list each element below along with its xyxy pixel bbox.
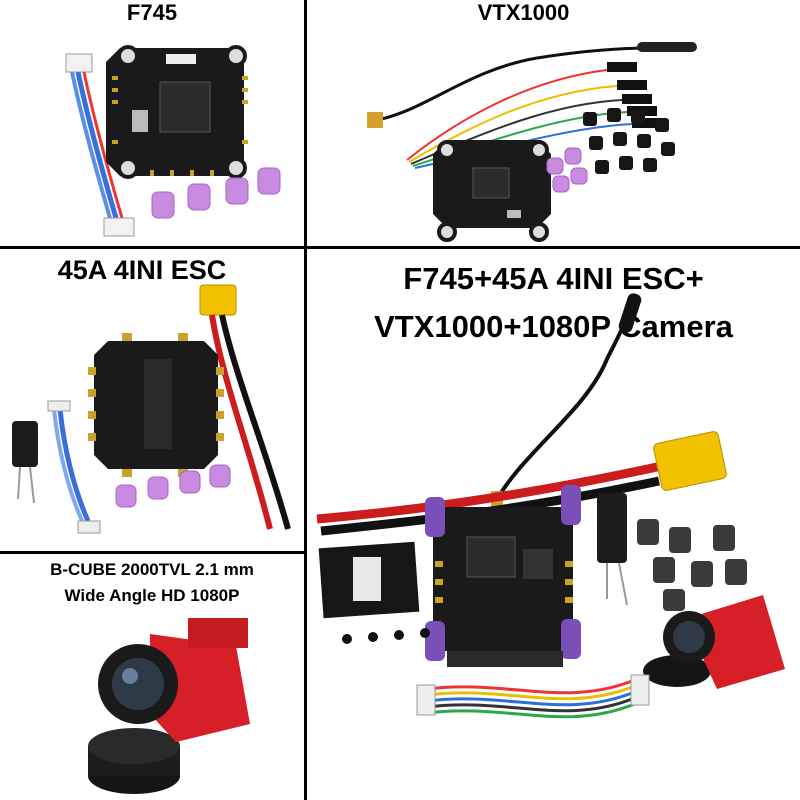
panel-vtx1000: VTX1000 bbox=[307, 0, 800, 246]
vtx1000-product-image bbox=[367, 42, 697, 242]
esc-product-image bbox=[12, 284, 291, 534]
capacitor-icon bbox=[597, 493, 628, 606]
antenna-icon bbox=[367, 42, 697, 128]
panel-f745: F745 bbox=[0, 0, 304, 246]
f745-product-image bbox=[65, 45, 281, 237]
panel-title-f745: F745 bbox=[126, 0, 178, 25]
capacitor-icon bbox=[12, 421, 38, 504]
rubber-grommet-icon bbox=[151, 167, 281, 219]
panel-title-combo-line2: VTX1000+1080P Camera bbox=[374, 309, 733, 344]
panel-combo: F745+45A 4INI ESC+ VTX1000+1080P Camera bbox=[307, 249, 800, 800]
divider-vertical bbox=[304, 0, 307, 800]
divider-horizontal-left bbox=[0, 551, 304, 554]
esc-board-icon bbox=[88, 333, 224, 477]
panel-title-camera-line2: Wide Angle HD 1080P bbox=[64, 586, 240, 605]
camera-plate-icon bbox=[318, 541, 430, 644]
xt60-connector-icon bbox=[199, 284, 291, 530]
panel-title-camera-line1: B-CUBE 2000TVL 2.1 mm bbox=[50, 560, 254, 579]
camera-product-image bbox=[88, 618, 250, 794]
vtx-board-icon bbox=[433, 140, 551, 242]
panel-camera: B-CUBE 2000TVL 2.1 mm Wide Angle HD 1080… bbox=[0, 554, 304, 800]
panel-esc: 45A 4INI ESC bbox=[0, 249, 304, 551]
flight-stack-icon bbox=[425, 485, 581, 667]
panel-title-vtx1000: VTX1000 bbox=[477, 0, 570, 25]
panel-title-combo-line1: F745+45A 4INI ESC+ bbox=[403, 261, 704, 296]
rubber-grommet-icon bbox=[546, 147, 588, 193]
flight-controller-board-icon bbox=[106, 45, 248, 179]
fpv-camera-icon bbox=[643, 595, 785, 689]
panel-title-esc: 45A 4INI ESC bbox=[57, 255, 227, 285]
hardware-icon bbox=[583, 108, 675, 174]
cable-harness-icon bbox=[416, 674, 650, 719]
cable-harness-icon bbox=[47, 400, 101, 534]
fpv-camera-icon bbox=[88, 618, 250, 794]
combo-product-image bbox=[316, 293, 785, 719]
cable-harness-icon bbox=[65, 53, 135, 237]
divider-horizontal-top bbox=[0, 246, 800, 249]
rubber-grommet-icon bbox=[115, 464, 231, 508]
hardware-icon bbox=[637, 519, 747, 611]
